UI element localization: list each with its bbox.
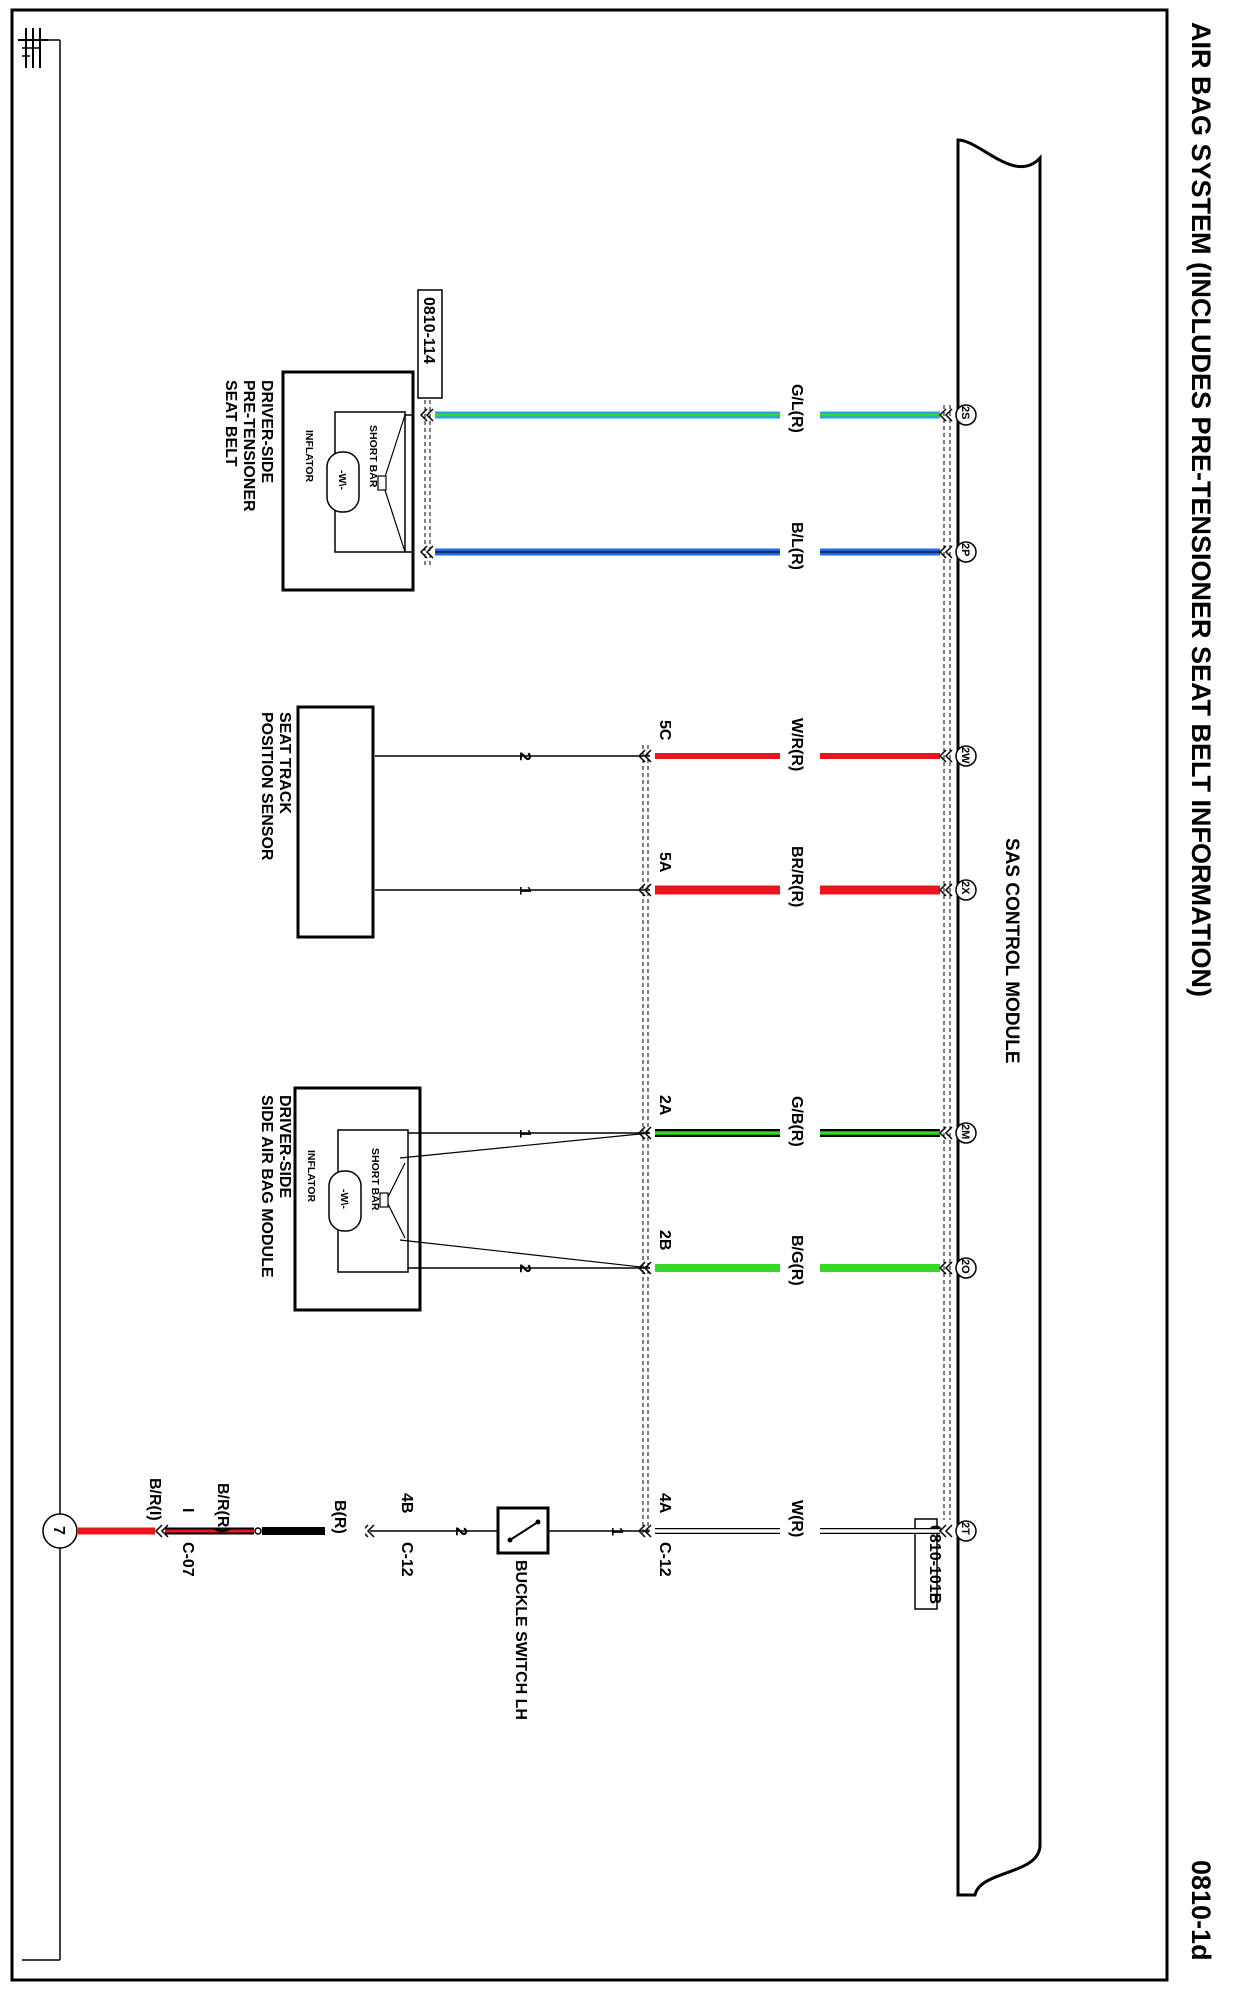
sas-control-module: SAS CONTROL MODULE <box>956 138 1042 1897</box>
diagram-title: AIR BAG SYSTEM (INCLUDES PRE-TENSIONER S… <box>1186 22 1216 997</box>
wire-2M-connector-pin: 2A <box>656 1095 673 1116</box>
pretensioner-inflator: INFLATOR <box>303 430 315 483</box>
wire-2X-connector-pin: 5A <box>656 852 673 873</box>
wire-2O-device-pin: 2 <box>516 1264 533 1273</box>
pin-2P: 2P <box>959 543 971 556</box>
buckle-wire-bri: B/R(I) <box>146 1478 163 1521</box>
pin-2M: 2M <box>959 1124 971 1139</box>
page-border <box>10 8 1169 1982</box>
wire-2T-connector-pin: 4A <box>656 1493 673 1514</box>
wire-2W: W/R(R) 5C 2 <box>375 718 940 773</box>
wire-2T-color: W(R) <box>788 1500 805 1537</box>
side-airbag-short-bar: SHORT BAR <box>369 1148 381 1211</box>
pretensioner-name-3: SEAT BELT <box>222 380 239 467</box>
seat-track-name-1: SEAT TRACK <box>276 712 293 814</box>
buckle-ground-chain: 4B C-12 B(R) B/R(R) I C-07 B/R(I) 7 <box>42 1478 495 1577</box>
wire-2X-device-pin: 1 <box>516 886 533 895</box>
side-airbag-inflator: INFLATOR <box>305 1150 317 1203</box>
module-ref-box <box>914 1518 938 1610</box>
wire-2T-connector: C-12 <box>656 1542 673 1577</box>
buckle-out-connector: C-12 <box>398 1542 415 1577</box>
ground-number: 7 <box>50 1526 67 1535</box>
seat-track-sensor: SEAT TRACK POSITION SENSOR <box>258 705 375 939</box>
wire-2X-color: BR/R(R) <box>788 846 805 907</box>
pretensioner-name-1: DRIVER-SIDE <box>258 380 275 483</box>
wire-2T: W(R) 4A C-12 1 <box>555 1493 940 1577</box>
module-ref-tag: 0810-101B <box>926 1525 943 1604</box>
ground-reference <box>18 28 61 1961</box>
wire-2P: B/L(R) <box>435 522 940 570</box>
side-airbag-module: SHORT BAR -W\- INFLATOR DRIVER-SIDE SIDE… <box>258 1086 651 1312</box>
buckle-joint-connector-pin: I <box>179 1508 196 1512</box>
pin-2S: 2S <box>959 406 971 419</box>
wire-2O: B/G(R) 2B 2 <box>420 1230 940 1286</box>
pretensioner-resistor: -W\- <box>336 470 348 490</box>
wire-2M-device-pin: 1 <box>516 1129 533 1138</box>
side-airbag-resistor: -W\- <box>338 1189 350 1209</box>
wire-2P-color: B/L(R) <box>788 522 805 570</box>
pin-2W: 2W <box>959 747 971 764</box>
buckle-switch-name: BUCKLE SWITCH LH <box>512 1560 529 1720</box>
module-pins: 2S 2P 2W 2X 2M 2O 2T <box>955 404 977 1542</box>
wire-2S: G/L(R) <box>435 384 940 433</box>
pretensioner-short-bar: SHORT BAR <box>367 425 379 488</box>
wire-2T-device-pin: 1 <box>608 1527 625 1536</box>
pin-2X: 2X <box>959 881 971 895</box>
buckle-wire-br: B(R) <box>331 1500 348 1534</box>
buckle-joint-connector: C-07 <box>179 1542 196 1577</box>
side-airbag-name-1: DRIVER-SIDE <box>276 1095 293 1198</box>
wire-2O-connector-pin: 2B <box>656 1230 673 1250</box>
buckle-wire-brr: B/R(R) <box>214 1483 231 1533</box>
page-number: 0810-1d <box>1186 1860 1216 1961</box>
connector-chevrons <box>419 408 953 1538</box>
side-airbag-name-2: SIDE AIR BAG MODULE <box>258 1095 275 1278</box>
seat-track-name-2: POSITION SENSOR <box>258 712 275 861</box>
pretensioner-name-2: PRE-TENSIONER <box>240 380 257 512</box>
pin-2T: 2T <box>959 1522 971 1535</box>
wire-2X: BR/R(R) 5A 1 <box>375 846 940 907</box>
wire-2W-color: W/R(R) <box>788 718 805 771</box>
wire-2M-color: G/B(R) <box>788 1096 805 1147</box>
buckle-out-connector-pin: 4B <box>398 1493 415 1513</box>
wire-2W-connector-pin: 5C <box>656 720 673 741</box>
pretensioner-ref: 0810-114 <box>420 297 437 364</box>
wire-2M: G/B(R) 2A 1 <box>420 1095 940 1150</box>
pin-2O: 2O <box>959 1259 971 1274</box>
wire-2W-device-pin: 2 <box>516 752 533 761</box>
module-name: SAS CONTROL MODULE <box>1001 838 1022 1064</box>
pretensioner-device: SHORT BAR -W\- INFLATOR DRIVER-SIDE PRE-… <box>222 289 443 592</box>
wire-2O-color: B/G(R) <box>788 1235 805 1286</box>
buckle-switch: BUCKLE SWITCH LH 2 <box>452 1506 555 1720</box>
wire-2S-color: G/L(R) <box>788 384 805 433</box>
